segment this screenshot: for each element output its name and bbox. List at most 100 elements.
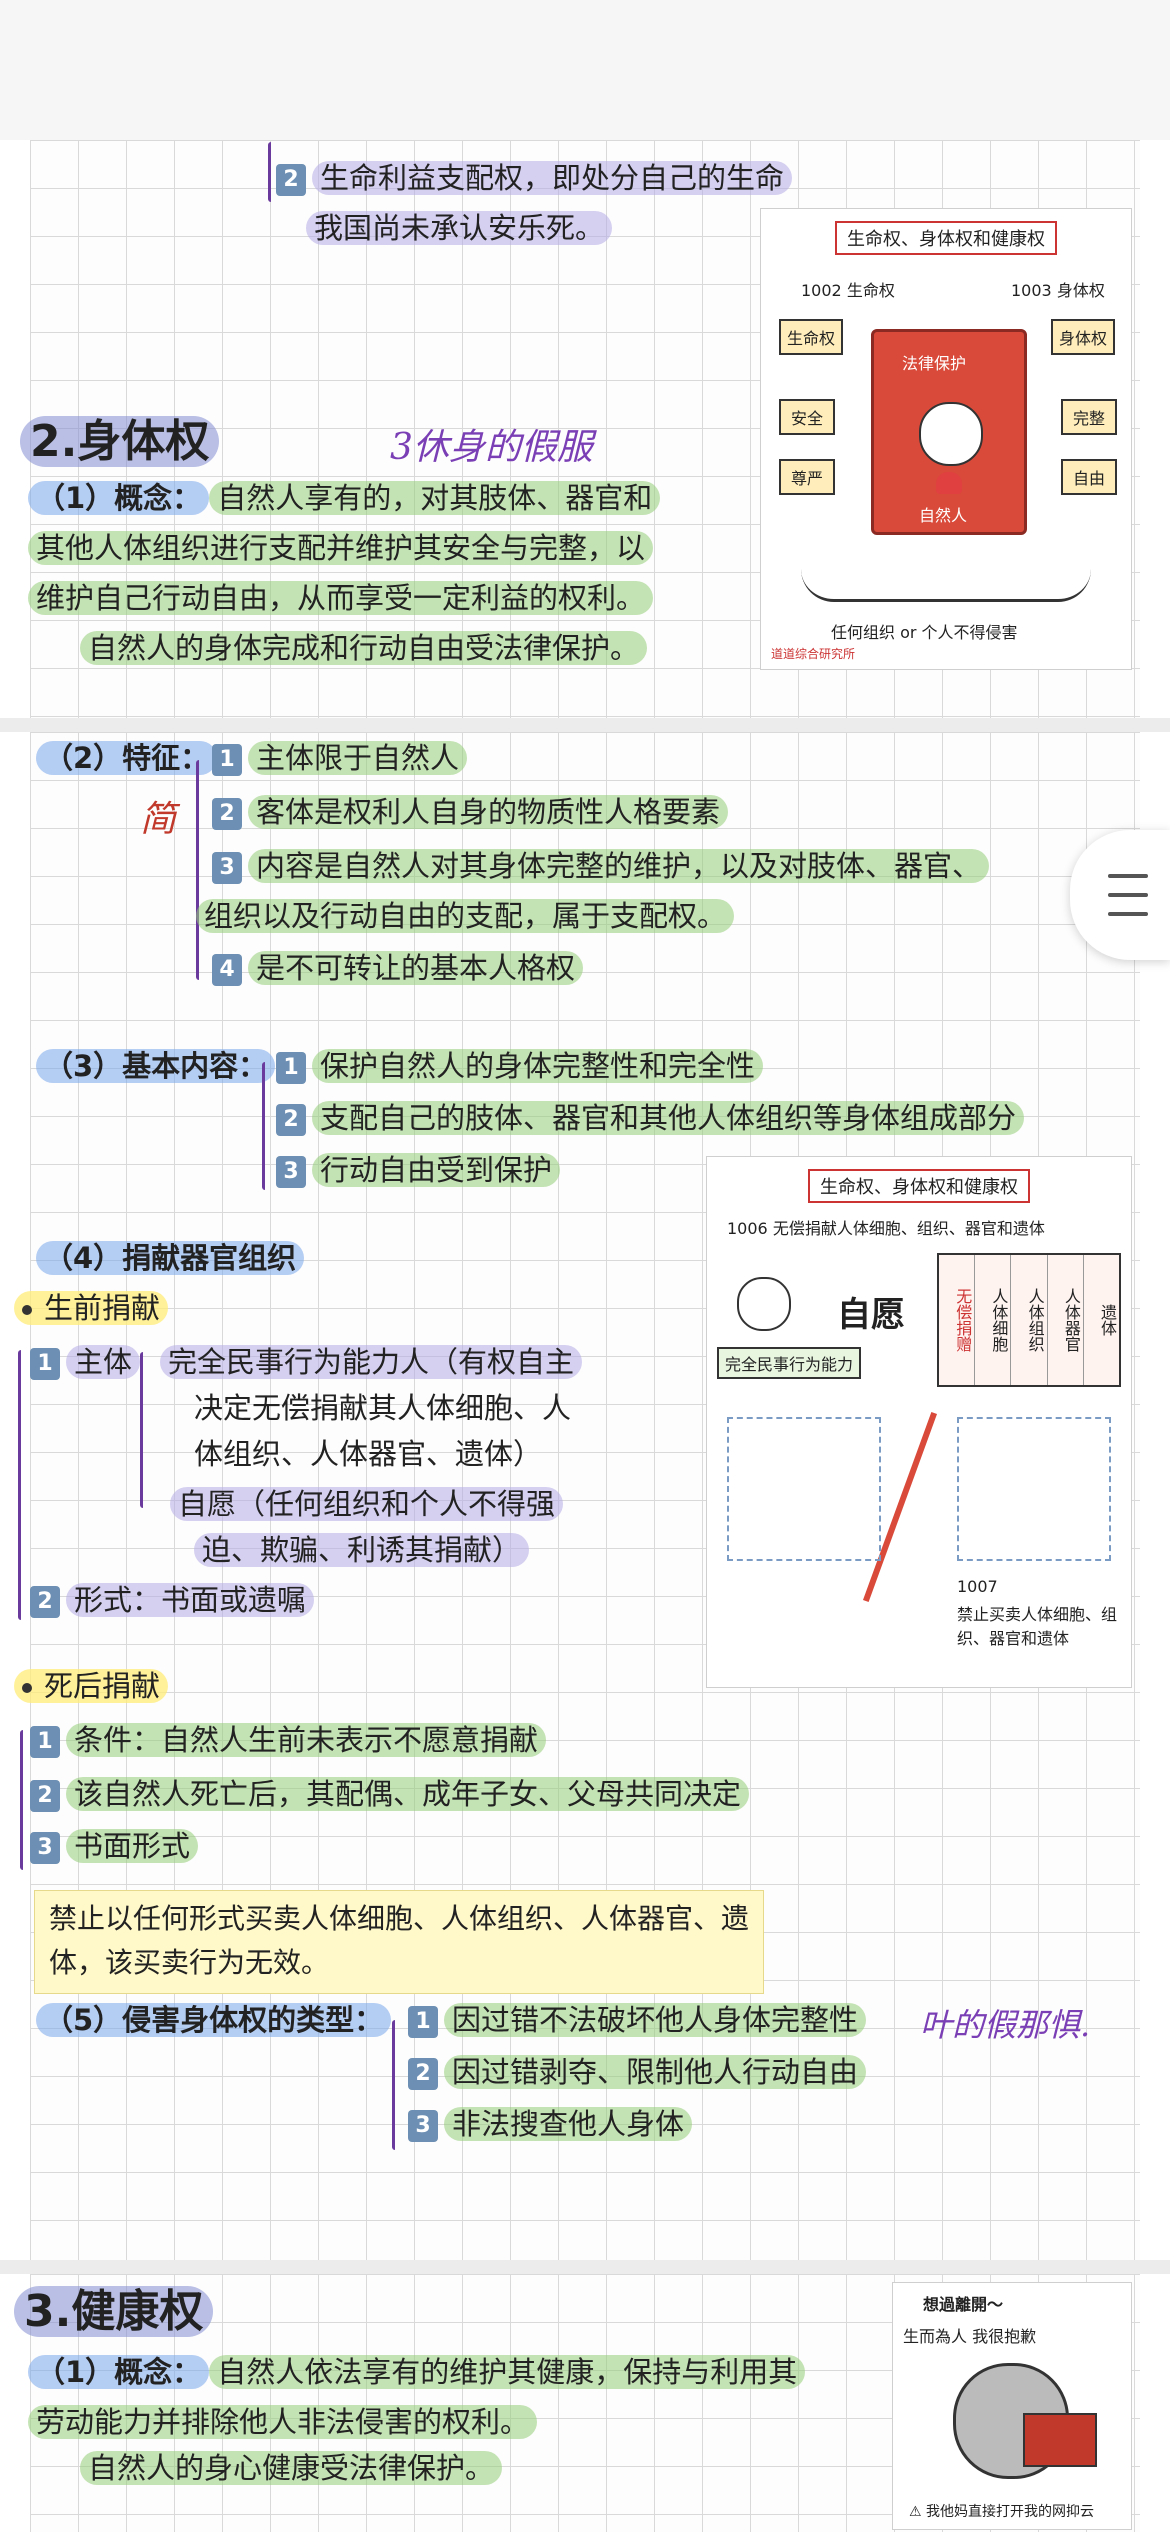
- section-title-text: 2.身体权: [20, 416, 220, 467]
- concept-text: 自然人依法享有的维护其健康，保持与利用其: [209, 2355, 806, 2389]
- tag-freedom: 自由: [1061, 459, 1118, 495]
- menu-icon: [1108, 912, 1148, 916]
- illustration-organ-donation: 生命权、身体权和健康权 1006 无偿捐献人体细胞、组织、器官和遗体 完全民事行…: [706, 1156, 1132, 1688]
- bracket-line: [20, 1730, 23, 1870]
- flowchart-icon: [727, 1417, 881, 1561]
- bracket-line: [140, 1352, 143, 1508]
- heading-text: 死后捐献: [44, 1669, 161, 1703]
- voluntary-label: 自愿: [837, 1295, 905, 1335]
- number-badge: 3: [276, 1156, 306, 1188]
- meme-caption: ⚠ 我他妈直接打开我的网抑云: [909, 2504, 1095, 2520]
- heading-text: 生前捐献: [44, 1291, 161, 1325]
- item-text: 保护自然人的身体完整性和完全性: [312, 1049, 764, 1083]
- voluntary-text: 迫、欺骗、利诱其捐献）: [194, 1533, 530, 1567]
- handwritten-note: 简: [140, 799, 177, 840]
- number-badge: 1: [30, 1726, 60, 1758]
- article-text: 生命权: [846, 281, 895, 300]
- bracket-line: [392, 2020, 395, 2150]
- features-label: （2）特征：: [36, 741, 218, 775]
- bracket-line: [196, 760, 199, 980]
- section-title-health-right: 3.健康权: [14, 2282, 214, 2342]
- meme-text: 生而為人 我很抱歉: [903, 2327, 1037, 2346]
- subject-line-1: 完全民事行为能力人（有权自主: [160, 1342, 583, 1382]
- article-text: 身体权: [1056, 281, 1105, 300]
- article-1003: 1003 身体权: [1011, 277, 1105, 301]
- illustration-title: 生命权、身体权和健康权: [808, 1169, 1030, 1203]
- label-text: 主体: [66, 1345, 141, 1379]
- item-text: 是不可转让的基本人格权: [248, 951, 584, 985]
- donation-header: （4）捐献器官组织: [36, 1238, 305, 1278]
- item-text: 因过错剥夺、限制他人行动自由: [444, 2055, 867, 2089]
- health-concept-line-1: （1）概念：自然人依法享有的维护其健康，保持与利用其: [28, 2352, 806, 2392]
- number-badge: 1: [212, 744, 242, 776]
- article-text: 禁止买卖人体细胞、组织、器官和遗体: [957, 1605, 1118, 1648]
- bullet-icon: [22, 1305, 32, 1315]
- panel-item: 人体细胞: [975, 1255, 1012, 1385]
- section-title-text: 3.健康权: [14, 2286, 214, 2337]
- feature-item-3-cont: 组织以及行动自由的支配，属于支配权。: [196, 896, 735, 936]
- article-number: 1007: [957, 1577, 998, 1596]
- article-1006: 1006 无偿捐献人体细胞、组织、器官和遗体: [727, 1215, 1045, 1239]
- concept-text: 自然人享有的，对其肢体、器官和: [209, 481, 661, 515]
- tag-life: 生命权: [779, 319, 844, 355]
- prohibition-note-box: 禁止以任何形式买卖人体细胞、人体组织、人体器官、遗 体，该买卖行为无效。: [34, 1890, 764, 1994]
- contents-header: （3）基本内容：: [36, 1046, 276, 1086]
- body-concept-line-2: 其他人体组织进行支配并维护其安全与完整，以: [28, 528, 654, 568]
- number-badge: 1: [30, 1348, 60, 1380]
- illustration-caption: 任何组织 or 个人不得侵害: [831, 623, 1018, 642]
- number-badge: 2: [276, 164, 306, 196]
- meme-text: 想過離開～: [923, 2295, 1004, 2314]
- after-death-heading: 死后捐献: [14, 1666, 169, 1706]
- item-text: 该自然人死亡后，其配偶、成年子女、父母共同决定: [66, 1777, 750, 1811]
- item-text: 形式：书面或遗嘱: [66, 1583, 315, 1617]
- number-badge: 4: [212, 954, 242, 986]
- tag-dignity: 尊严: [779, 459, 836, 495]
- concept-label: （1）概念：: [28, 2355, 210, 2389]
- tag-safety: 安全: [779, 399, 836, 435]
- handwritten-note: 叶的假那惧.: [920, 2006, 1091, 2044]
- concept-text: 劳动能力并排除他人非法侵害的权利。: [28, 2405, 538, 2439]
- before-death-heading: 生前捐献: [14, 1288, 169, 1328]
- item-text: 客体是权利人自身的物质性人格要素: [248, 795, 729, 829]
- page-divider: [0, 2260, 1170, 2274]
- article-1007: 1007: [957, 1577, 998, 1596]
- handwritten-note: 3休身的假服: [390, 427, 593, 468]
- body-concept-note: 自然人的身体完成和行动自由受法律保护。: [80, 628, 648, 668]
- number-badge: 3: [30, 1832, 60, 1864]
- voluntary-line-1: 自愿（任何组织和个人不得强: [170, 1484, 564, 1524]
- person-icon: [737, 1277, 791, 1331]
- note-line: 体，该买卖行为无效。: [49, 1946, 330, 1979]
- floating-menu-button[interactable]: [1070, 830, 1170, 960]
- subject-line-2: 决定无偿捐献其人体细胞、人: [194, 1391, 572, 1425]
- top-bar: [0, 0, 1170, 140]
- number-badge: 2: [212, 798, 242, 830]
- article-text: 无偿捐献人体细胞、组织、器官和遗体: [772, 1219, 1045, 1238]
- panel-item: 人体器官: [1048, 1255, 1084, 1385]
- panel-item: 人体组织: [1011, 1255, 1048, 1385]
- article-number: 1003: [1011, 281, 1052, 300]
- article-number: 1006: [727, 1219, 768, 1238]
- flowchart-icon: [957, 1417, 1111, 1561]
- bracket-line: [262, 1062, 265, 1190]
- concept-label: （1）概念：: [28, 481, 210, 515]
- features-header: （2）特征：: [36, 738, 218, 778]
- page-divider: [0, 718, 1170, 732]
- number-badge: 1: [276, 1052, 306, 1084]
- item-text: 组织以及行动自由的支配，属于支配权。: [196, 899, 735, 933]
- number-badge: 2: [408, 2058, 438, 2090]
- number-badge: 3: [212, 852, 242, 884]
- bracket-line: [268, 142, 271, 202]
- article-1002: 1002 生命权: [801, 277, 895, 301]
- meme-text: 我他妈直接打开我的网抑云: [926, 2504, 1095, 2520]
- person-icon: [919, 402, 983, 466]
- subject-line-3: 体组织、人体器官、遗体）: [194, 1437, 543, 1471]
- meme-sticker[interactable]: 想過離開～ 生而為人 我很抱歉 ⚠ 我他妈直接打开我的网抑云: [892, 2282, 1132, 2530]
- capacity-label: 完全民事行为能力: [717, 1347, 862, 1379]
- body-concept-line-1: （1）概念：自然人享有的，对其肢体、器官和: [28, 478, 661, 518]
